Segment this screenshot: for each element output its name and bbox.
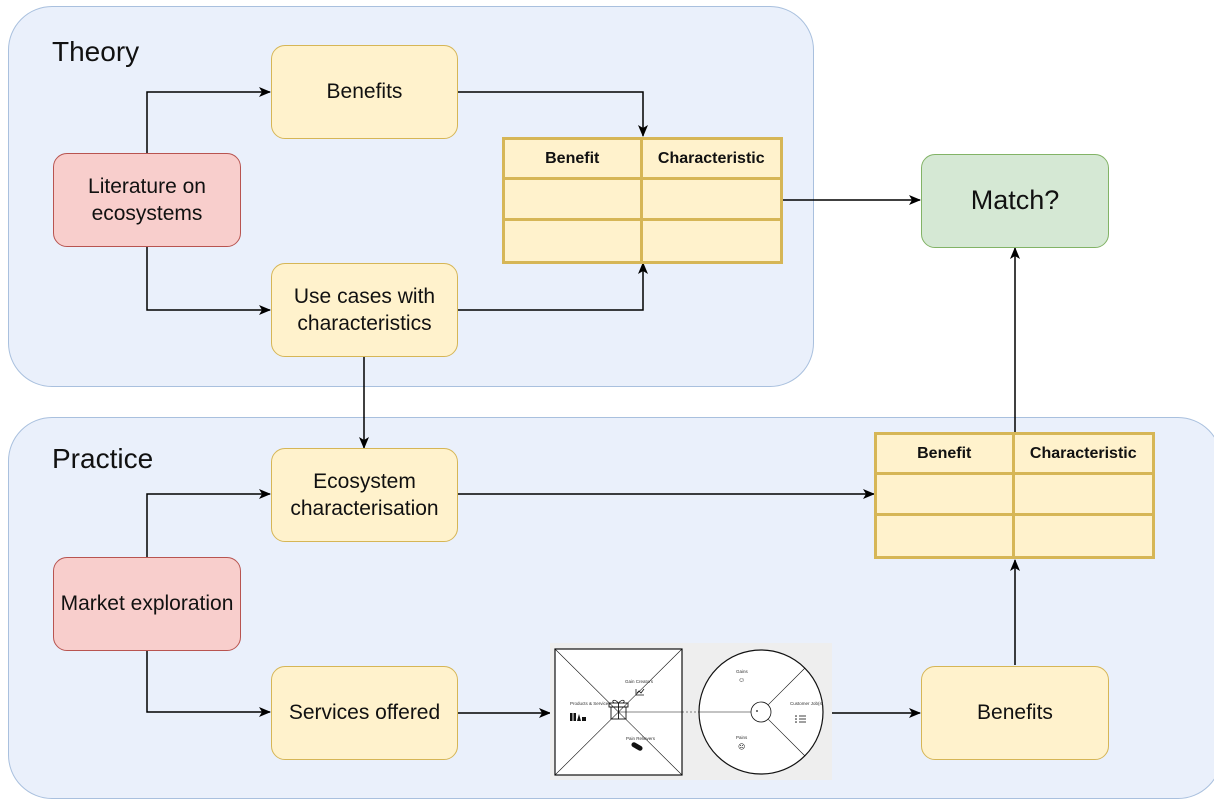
table-header-benefit: Benefit	[505, 140, 643, 181]
checklist-icon	[795, 715, 806, 723]
benefits-node-practice: Benefits	[921, 666, 1109, 760]
chart-icon	[635, 688, 645, 696]
smile-icon: ☺	[738, 677, 745, 684]
table-cell	[643, 221, 781, 261]
frown-icon: ☹	[738, 743, 745, 751]
table-header-characteristic: Characteristic	[1014, 435, 1152, 476]
value-proposition-canvas: Gain Creators Products & Services Pain R…	[550, 643, 832, 780]
benefits-node-theory: Benefits	[271, 45, 458, 139]
ecosystem-characterisation-node: Ecosystem characterisation	[271, 448, 458, 542]
arrow-market-to-services	[146, 650, 271, 717]
table-cell	[1014, 475, 1152, 516]
table-cell	[1015, 516, 1153, 556]
literature-node: Literature on ecosystems	[53, 153, 241, 247]
services-offered-node: Services offered	[271, 666, 458, 760]
use-cases-node: Use cases with characteristics	[271, 263, 458, 357]
table-cell	[642, 180, 780, 221]
arrow-literature-to-benefits	[146, 87, 271, 154]
canvas-pains-label: Pains	[736, 735, 748, 740]
table-cell	[505, 180, 643, 221]
table-header-benefit: Benefit	[877, 435, 1015, 476]
arrow-literature-to-usecases	[146, 246, 271, 315]
table-cell	[505, 220, 643, 261]
gift-icon	[608, 699, 629, 720]
benefit-characteristic-table-practice: Benefit Characteristic	[874, 432, 1155, 559]
table-header-characteristic: Characteristic	[642, 140, 780, 181]
canvas-gains-label: Gains	[736, 669, 749, 674]
canvas-customer-jobs-label: Customer Job(s)	[790, 701, 824, 706]
theory-title: Theory	[52, 36, 140, 67]
arrow-market-to-ecosystem	[146, 489, 271, 557]
benefit-characteristic-table-theory: Benefit Characteristic	[502, 137, 783, 264]
arrow-benefits-to-table	[457, 91, 648, 137]
table-cell	[877, 515, 1015, 556]
canvas-pain-relievers-label: Pain Relievers	[626, 736, 656, 741]
canvas-products-services-label: Products & Services	[570, 701, 611, 706]
arrow-usecases-to-table	[457, 262, 648, 311]
table-cell	[877, 475, 1015, 516]
pill-icon	[631, 742, 643, 751]
canvas-gain-creators-label: Gain Creators	[625, 679, 654, 684]
products-icon	[570, 713, 586, 721]
practice-title: Practice	[52, 443, 154, 474]
match-node: Match?	[921, 154, 1109, 248]
market-exploration-node: Market exploration	[53, 557, 241, 651]
